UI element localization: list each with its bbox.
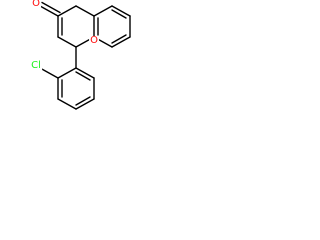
bond [39,67,59,79]
bond [75,98,95,110]
bond [111,9,127,19]
structure-diagram: O O Cl [0,0,150,150]
chlorine-label: Cl [30,60,42,71]
bond [57,36,77,48]
bond [75,67,95,79]
bond [93,5,113,17]
bond [111,36,131,48]
bond [39,5,59,17]
ring-oxygen-label: O [89,35,99,46]
bond [75,5,95,17]
bond [75,71,91,81]
bond-layer [39,1,131,110]
bond [41,1,61,14]
carbonyl-oxygen-label: O [31,0,41,9]
bond [111,34,127,44]
bond [111,5,131,17]
bond [75,96,91,106]
bond [57,67,77,79]
bond [57,98,77,110]
bond [57,5,77,17]
